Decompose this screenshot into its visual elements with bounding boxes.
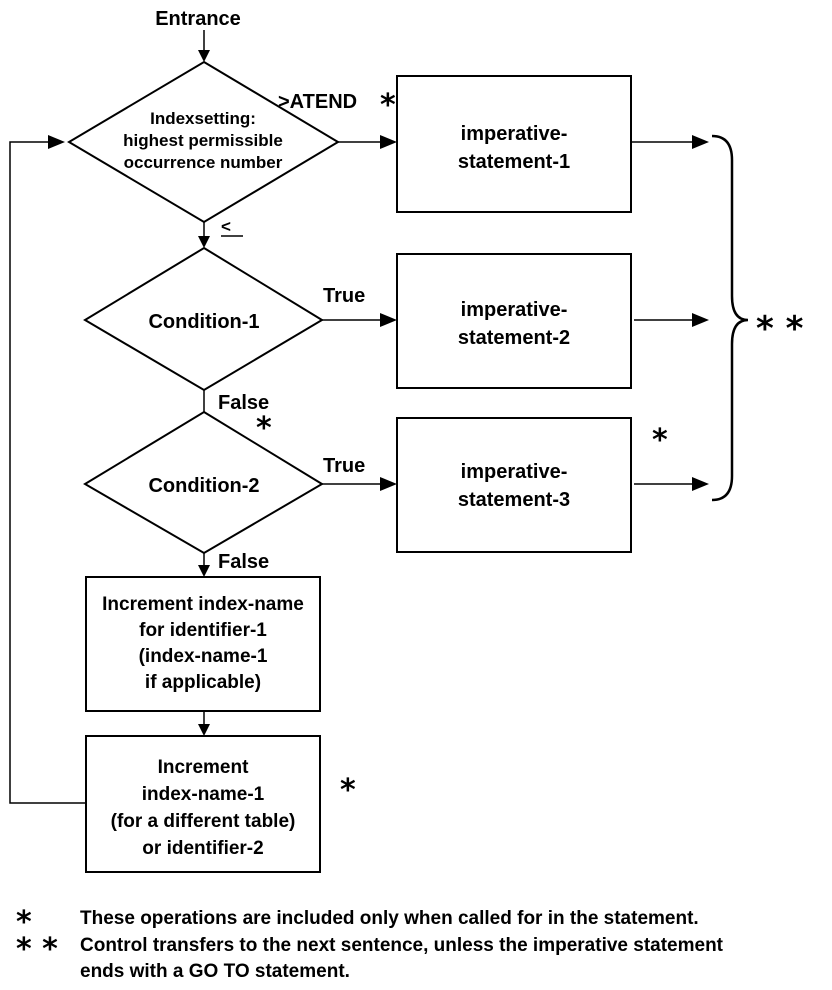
index-setting-line-2: highest permissible [123, 131, 283, 150]
imperative-3-line-1: imperative- [461, 461, 568, 483]
note-1-marker: * [16, 905, 32, 940]
increment-index-name-1-line-2: index-name-1 [142, 784, 265, 805]
increment-index-name-line-1: Increment index-name [102, 594, 304, 615]
condition-1-true-label: True [323, 285, 365, 307]
increment-index-name-1-line-4: or identifier-2 [142, 838, 263, 859]
condition-2-asterisk: * [256, 411, 272, 446]
imperative-1-line-1: imperative- [461, 123, 568, 145]
condition-2-label: Condition-2 [148, 475, 259, 497]
increment-index-name-box [85, 576, 321, 712]
imperative-statement-2-box [396, 253, 632, 389]
imperative-2-line-1: imperative- [461, 299, 568, 321]
at-end-asterisk: * [380, 88, 396, 123]
le-label: < [221, 217, 231, 236]
note-3-text: ends with a GO TO statement. [80, 961, 350, 982]
imperative-statement-3-box [396, 417, 632, 553]
condition-1-true-arrowhead [380, 313, 397, 327]
increment-index-name-1-line-1: Increment [158, 757, 249, 778]
index-setting-line-1: Indexsetting: [150, 109, 256, 128]
imperative-2-line-2: statement-2 [458, 327, 570, 349]
imperative-1-line-2: statement-1 [458, 151, 570, 173]
condition-2-false-label: False [218, 551, 269, 573]
imperative-statement-1-box [396, 75, 632, 213]
increment-index-name-line-4: if applicable) [145, 672, 261, 693]
condition-1-label: Condition-1 [148, 311, 259, 333]
increment-arrowhead [198, 724, 210, 736]
imperative-2-exit-arrowhead [692, 313, 709, 327]
index-setting-line-3: occurrence number [124, 153, 283, 172]
loop-back-arrowhead [48, 135, 65, 149]
condition-2-false-arrowhead [198, 565, 210, 577]
note-2-text: Control transfers to the next sentence, … [80, 935, 724, 956]
le-arrowhead [198, 236, 210, 248]
at-end-arrowhead [380, 135, 397, 149]
exit-brace [711, 134, 749, 502]
increment-index-name-line-2: for identifier-1 [139, 620, 267, 641]
condition-1-false-label: False [218, 392, 269, 414]
increment-index-name-1-box [85, 735, 321, 873]
exit-double-asterisk: * * [756, 309, 804, 349]
condition-2-true-label: True [323, 455, 365, 477]
entrance-arrowhead [198, 50, 210, 62]
imperative-3-asterisk: * [652, 423, 668, 458]
note-2-marker: * * [16, 932, 58, 967]
note-1-text: These operations are included only when … [80, 908, 699, 929]
loop-back-connector [9, 141, 86, 804]
increment-index-name-1-line-3: (for a different table) [111, 811, 296, 832]
condition-2-true-arrowhead [380, 477, 397, 491]
increment-index-name-line-3: (index-name-1 [139, 646, 268, 667]
imperative-3-line-2: statement-3 [458, 489, 570, 511]
footnotes: * These operations are included only whe… [16, 905, 724, 982]
increment-asterisk: * [340, 773, 356, 808]
imperative-1-exit-arrowhead [692, 135, 709, 149]
at-end-label: >ATEND [278, 91, 357, 113]
imperative-3-exit-arrowhead [692, 477, 709, 491]
entrance-label: Entrance [155, 8, 241, 30]
